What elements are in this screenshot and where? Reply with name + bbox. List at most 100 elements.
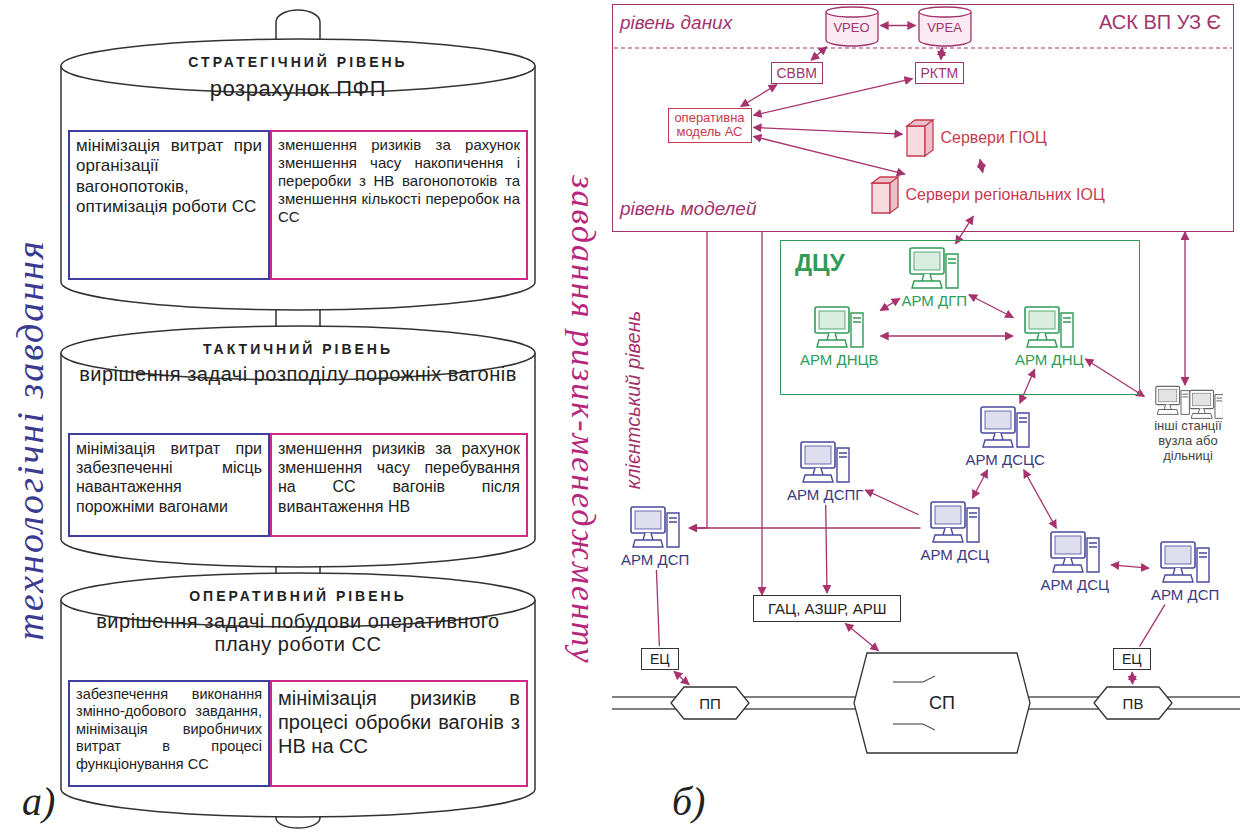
node-label: АРМ ДСП: [1151, 586, 1219, 603]
side-caption: технологічні завдання: [8, 239, 52, 640]
workstation-node: АРМ ДСП: [1151, 540, 1219, 603]
system-unit: [1087, 538, 1099, 572]
monitor: [631, 507, 665, 533]
workstation-node: АРМ ДСП: [621, 505, 689, 568]
server-box: [872, 183, 890, 213]
monitor: [910, 248, 944, 274]
hexagon-shape: [854, 653, 1030, 753]
node-label: ЕЦ: [1122, 651, 1142, 667]
workstation-node: АРМ ДСЦС: [966, 405, 1045, 468]
monitor: [801, 442, 835, 468]
server-icon: [905, 118, 935, 158]
level-cylinder: ОПЕРАТИВНИЙ РІВЕНЬ вирішення задачі побуд…: [60, 572, 536, 817]
computer-icon: [910, 248, 958, 288]
task-box: забезпечення виконання змінно-добового з…: [68, 680, 270, 787]
system-unit: [667, 513, 679, 547]
screen: [635, 511, 661, 529]
connector: [980, 159, 983, 172]
process-box: СВВМ: [771, 62, 823, 84]
screen: [1055, 536, 1081, 554]
connector: [865, 490, 918, 515]
system-unit: [946, 254, 958, 288]
node-label: інші станції вузла або дільниці: [1146, 419, 1230, 464]
monitor: [981, 407, 1015, 433]
node-label: РКТМ: [921, 65, 959, 81]
connector: [845, 624, 878, 651]
side-caption: клієнтський рівень: [622, 311, 645, 490]
monitor: [1190, 390, 1214, 408]
cylinder-body: [61, 600, 535, 817]
node-label: VPEO: [825, 20, 879, 35]
task-box: мінімізація витрат при забезпеченні місц…: [68, 433, 270, 537]
computer-icon: [1021, 305, 1077, 351]
node-label: АРМ ДГП: [902, 292, 968, 309]
computer-icon: [1051, 532, 1099, 572]
monitor-stand: [633, 533, 663, 547]
computer-icon: [801, 442, 849, 482]
system-unit: [967, 508, 979, 542]
panel-label: рівень моделей: [620, 198, 756, 220]
switch-mark: [893, 681, 923, 682]
computer-icons: [1153, 385, 1223, 419]
node-label: Сервери регіональних ІОЦ: [906, 186, 1105, 204]
system-unit: [837, 448, 849, 482]
node-label: зменшення ризиків за рахунок зменшення ч…: [278, 136, 520, 226]
task-box: зменшення ризиків за рахунок зменшення ч…: [270, 433, 528, 537]
task-box: мінімізація витрат при організації вагон…: [68, 130, 270, 280]
workstation-node: АРМ ДСЦ: [921, 500, 990, 563]
node-label: ПП: [699, 695, 721, 712]
system-unit: [1197, 548, 1209, 582]
connector: [753, 127, 902, 134]
connector: [753, 136, 904, 174]
cylinder-body: [61, 353, 535, 567]
system-unit: [1215, 395, 1223, 419]
level-heading: вирішення задачі побудови оперативного п…: [74, 610, 522, 656]
switch-mark: [923, 676, 935, 682]
monitor-stand: [1163, 568, 1193, 582]
computer-icon: [931, 502, 979, 542]
connector: [880, 298, 899, 310]
screen: [935, 506, 961, 524]
node-label: Сервери ГІОЦ: [941, 129, 1047, 147]
screen: [805, 446, 831, 464]
hexagon-shape: [1094, 687, 1172, 719]
monitor: [815, 307, 849, 333]
computer-icon: [927, 500, 983, 546]
level-name: ОПЕРАТИВНИЙ РІВЕНЬ: [100, 588, 496, 604]
track-section: ПВ: [1093, 686, 1173, 720]
hexagon-shape: [671, 687, 749, 719]
node-label: мінімізація ризиків в процесі обробки ва…: [278, 686, 520, 758]
server-side: [907, 120, 933, 156]
connector: [741, 85, 777, 107]
control-center-frame: ДЦУАРМ ДГПАРМ ДНЦВАРМ ДНЦ: [780, 240, 1140, 395]
level-name: СТРАТЕГІЧНИЙ РІВЕНЬ: [100, 54, 496, 70]
level-heading: вирішення задачі розподілу порожніх ваго…: [74, 363, 522, 386]
node-label: мінімізація витрат при організації вагон…: [76, 136, 262, 218]
panel-label: а): [22, 778, 55, 825]
computer-icon: [1025, 307, 1073, 347]
panel-label: б): [672, 778, 705, 825]
computer-icon: [1157, 540, 1213, 586]
connector: [1111, 565, 1149, 568]
level-name: ТАКТИЧНИЙ РІВЕНЬ: [100, 341, 496, 357]
monitor: [1161, 542, 1195, 568]
server-box: [907, 126, 925, 156]
screen: [1029, 311, 1055, 329]
monitor: [1156, 386, 1180, 404]
monitor: [931, 502, 965, 528]
node-label: СП: [929, 693, 955, 714]
connector: [826, 505, 827, 593]
task-box: мінімізація ризиків в процесі обробки ва…: [270, 680, 528, 787]
computer-icon: [1156, 386, 1190, 414]
node-label: ДЦУ: [781, 241, 859, 277]
node-label: АРМ ДНЦВ: [800, 351, 879, 368]
database-cylinder: VPEO: [825, 6, 879, 46]
node-label: оперативна модель АС: [674, 111, 746, 141]
node-label: ПВ: [1123, 695, 1144, 712]
process-box: оперативна модель АС: [668, 108, 752, 144]
node-label: VPEA: [918, 20, 972, 35]
monitor-stand: [933, 528, 963, 542]
track-section: ПП: [670, 686, 750, 720]
connector: [881, 335, 1013, 336]
